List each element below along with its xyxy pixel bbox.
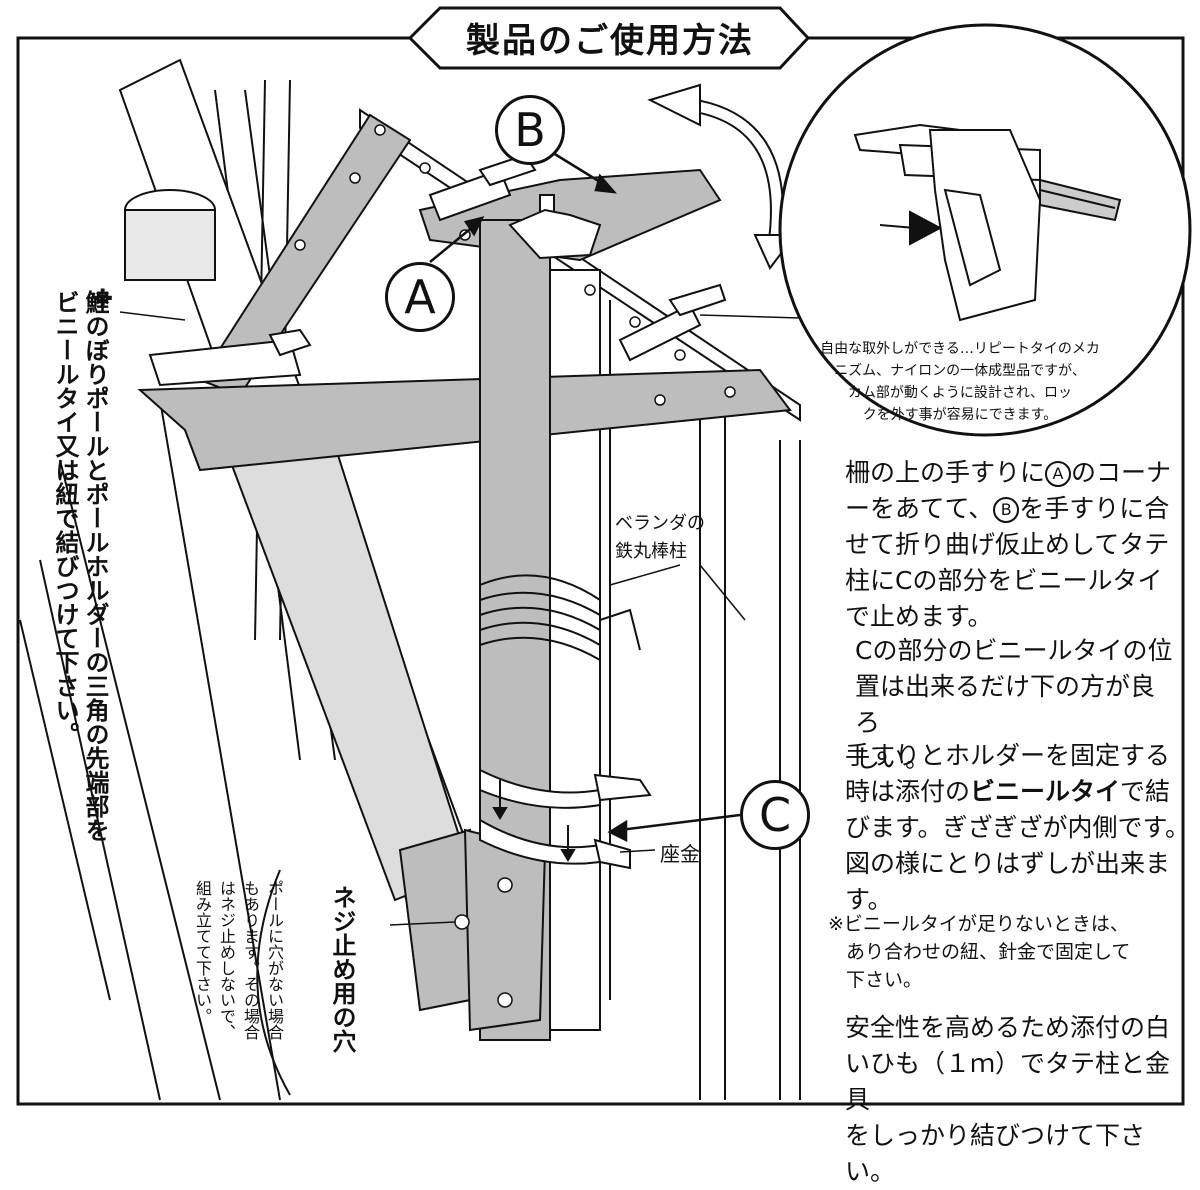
- pointer-arrows: [429, 146, 741, 843]
- callout-line3: カム部が動くように設計され、ロッ: [847, 385, 1073, 401]
- screw-hole-col2: もあります。その場合: [241, 880, 260, 1040]
- note-l3: 下さい。: [846, 969, 923, 991]
- veranda-line1: ベランダの: [615, 513, 705, 534]
- holder-bracket: [137, 113, 792, 1041]
- p1-l3: せて折り曲げ仮止めしてタテ: [845, 530, 1170, 559]
- p3-l2-bold: ビニールタイ: [970, 777, 1121, 806]
- p2-l3: しい。: [855, 744, 931, 773]
- wing-nut: [508, 194, 602, 260]
- inline-label-a: A: [1045, 461, 1072, 487]
- washer-label: 座金: [660, 842, 700, 866]
- screw-hole-arc: [256, 869, 291, 1096]
- diagram-artwork: [16, 6, 1192, 1106]
- p4-l1: 安全性を高めるため添付の白: [845, 1013, 1171, 1042]
- clip-right: [618, 283, 727, 362]
- zip-arrow: [879, 210, 943, 246]
- leader-lines: [119, 311, 801, 926]
- zip-tie-closeup: [853, 123, 1122, 322]
- label-b: B: [495, 95, 565, 165]
- down-arrows: [492, 780, 576, 862]
- p3-l2-a: 時は添付の: [845, 777, 971, 806]
- veranda-label: ベランダの 鉄丸棒柱: [615, 510, 705, 566]
- screw-hole-col4: 組み立てて下さい。: [193, 880, 212, 1024]
- page-title: 製品のご使用方法: [466, 20, 754, 61]
- p3-l3: びます。ぎざぎざが内側です。: [845, 813, 1191, 842]
- p2-l2: 置は出来るだけ下の方が良ろ: [855, 672, 1156, 737]
- side-note-line2: ビニールタイ又は紐で結びつけて下さい。: [51, 290, 79, 746]
- instruction-p3: 手すりとホルダーを固定する 時は添付のビニールタイで結 びます。ぎざぎざが内側で…: [845, 738, 1190, 918]
- instruction-p2: Cの部分のビニールタイの位 置は出来るだけ下の方が良ろ しい。: [855, 633, 1175, 777]
- p3-l1: 手すりとホルダーを固定する: [845, 741, 1171, 770]
- side-note-line1: 鯉のぼりポールとポールホルダーの三角の先端部を: [81, 290, 109, 842]
- inline-label-b: B: [993, 497, 1020, 523]
- p1-l2-b: を手すりに合: [1019, 494, 1170, 523]
- callout-line4: クを外す事が容易にできます。: [862, 407, 1058, 423]
- pole-ties: [148, 328, 312, 387]
- title-banner: [407, 6, 811, 70]
- bolt-holes: [294, 124, 736, 1008]
- p3-l5: す。: [845, 885, 893, 914]
- veranda-line2: 鉄丸棒柱: [615, 541, 687, 562]
- p1-l4: 柱にCの部分をビニールタイ: [845, 566, 1163, 595]
- p2-l1: Cの部分のビニールタイの位: [855, 636, 1173, 665]
- instruction-note: ※ビニールタイが足りないときは、 あり合わせの紐、針金で固定して 下さい。: [828, 910, 1178, 994]
- callout-line1: 自由な取外しができる…リピートタイのメカ: [820, 341, 1100, 357]
- p4-l2: いひも（１ｍ）でタテ柱と金具: [845, 1049, 1171, 1114]
- screw-hole-col1: ポールに穴がない場合: [265, 880, 284, 1040]
- instruction-p4: 安全性を高めるため添付の白 いひも（１ｍ）でタテ柱と金具 をしっかり結びつけて下…: [845, 1010, 1185, 1190]
- p1-l1-a: 柵の上の手すりに: [845, 458, 1046, 487]
- label-c: C: [740, 780, 810, 850]
- side-note-mark: ※: [92, 288, 114, 313]
- side-note: 鯉のぼりポールとポールホルダーの三角の先端部を ビニールタイ又は紐で結びつけて下…: [50, 290, 110, 1020]
- rope-wraps: [479, 574, 641, 661]
- p1-l5: で止めます。: [845, 602, 993, 631]
- screw-hole-title: ネジ止め用の穴: [328, 885, 356, 1053]
- p3-l2-b: で結: [1120, 777, 1171, 806]
- callout-text: 自由な取外しができる…リピートタイのメカ ニズム、ナイロンの一体成型品ですが、 …: [800, 338, 1120, 426]
- callout-line2: ニズム、ナイロンの一体成型品ですが、: [834, 363, 1086, 379]
- screw-hole-col3: はネジ止めしないで、: [217, 880, 236, 1040]
- label-a: A: [385, 262, 455, 332]
- p1-l1-b: のコーナ: [1071, 458, 1172, 487]
- p4-l3: をしっかり結びつけて下さい。: [845, 1121, 1146, 1186]
- note-l1: ※ビニールタイが足りないときは、: [828, 913, 1129, 935]
- screw-hole-desc: ポールに穴がない場合 もあります。その場合 はネジ止めしないで、 組み立てて下さ…: [190, 880, 286, 1095]
- p1-l2-a: ーをあてて、: [845, 494, 994, 523]
- note-l2: あり合わせの紐、針金で固定して: [846, 941, 1131, 963]
- p3-l4: 図の様にとりはずしが出来ま: [845, 849, 1171, 878]
